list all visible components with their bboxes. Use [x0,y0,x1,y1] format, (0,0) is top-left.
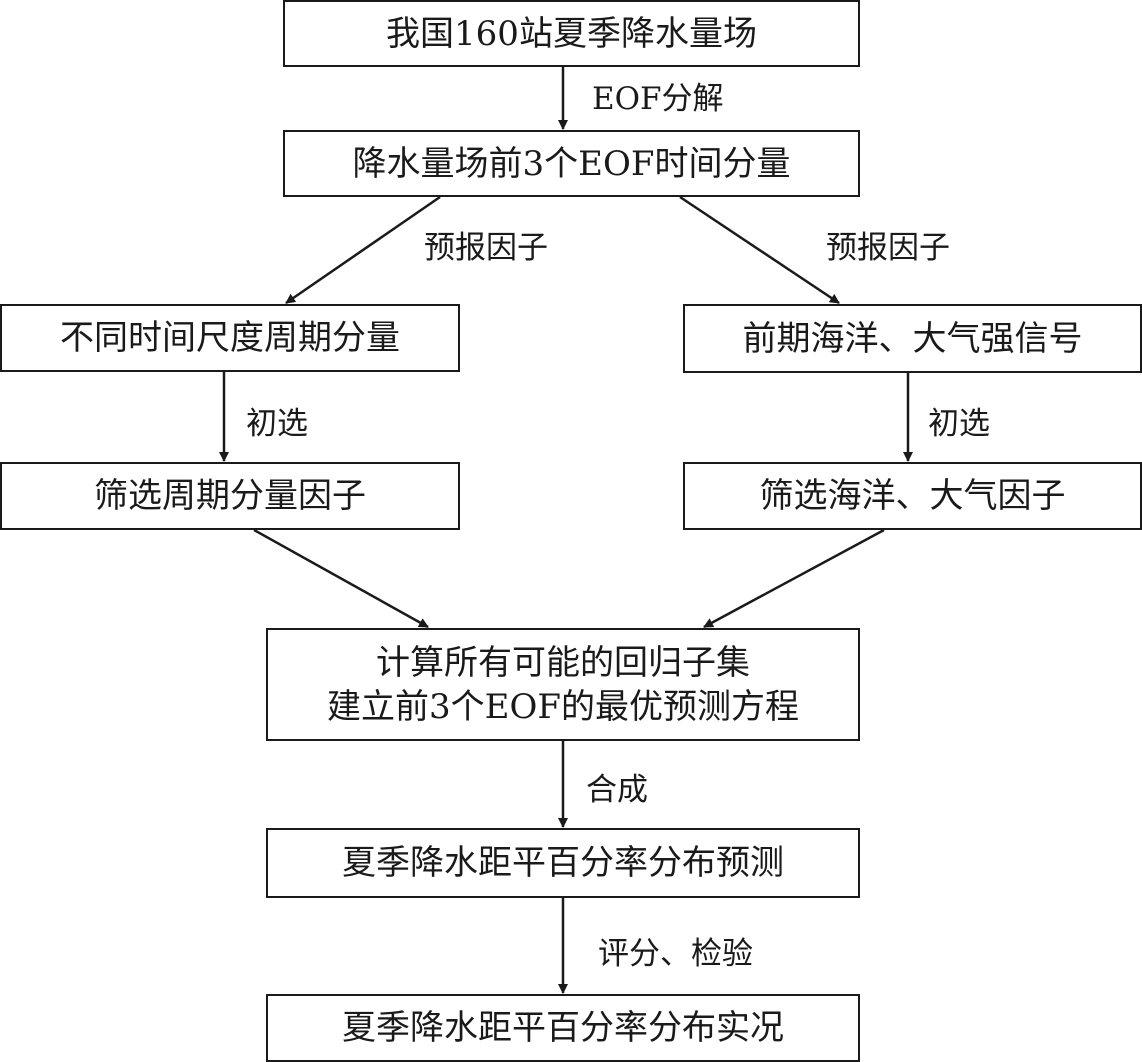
node-eof-components-label: 降水量场前3个EOF时间分量 [352,143,791,184]
edge-label-preselect-right: 初选 [928,406,990,442]
node-filter-periodic-label: 筛选周期分量因子 [94,476,366,516]
arrow-filter-left-to-regression [253,528,429,629]
arrow-filter-right-to-regression [703,528,885,629]
node-eof-components: 降水量场前3个EOF时间分量 [283,130,860,197]
node-regression: 计算所有可能的回归子集 建立前3个EOF的最优预测方程 [266,628,860,741]
node-filter-periodic: 筛选周期分量因子 [0,462,460,530]
node-source: 我国160站夏季降水量场 [283,0,860,67]
edge-label-synthesis: 合成 [586,772,648,808]
edge-label-preselect-left: 初选 [246,406,308,442]
node-regression-line2: 建立前3个EOF的最优预测方程 [327,686,799,727]
edge-label-predictor-left: 预报因子 [424,230,548,266]
edge-label-predictor-right: 预报因子 [826,230,950,266]
node-filter-ocean-atmosphere: 筛选海洋、大气因子 [683,462,1142,530]
arrow-eof-to-periodic [285,195,441,305]
node-observed-label: 夏季降水距平百分率分布实况 [342,1008,784,1048]
edge-label-evaluation: 评分、检验 [598,936,753,972]
node-periodic-components-label: 不同时间尺度周期分量 [60,318,400,358]
node-filter-ocean-atmosphere-label: 筛选海洋、大气因子 [759,476,1066,516]
node-forecast-label: 夏季降水距平百分率分布预测 [342,843,784,883]
node-periodic-components: 不同时间尺度周期分量 [0,304,460,372]
node-forecast: 夏季降水距平百分率分布预测 [266,828,860,898]
arrow-eof-to-signals [679,195,840,305]
node-observed: 夏季降水距平百分率分布实况 [266,994,860,1062]
node-source-label: 我国160站夏季降水量场 [386,13,757,54]
edge-label-eof-decomposition: EOF分解 [592,81,724,117]
node-ocean-atmosphere-signals-label: 前期海洋、大气强信号 [742,318,1083,359]
node-ocean-atmosphere-signals: 前期海洋、大气强信号 [683,304,1142,373]
node-regression-line1: 计算所有可能的回归子集 [376,642,750,683]
